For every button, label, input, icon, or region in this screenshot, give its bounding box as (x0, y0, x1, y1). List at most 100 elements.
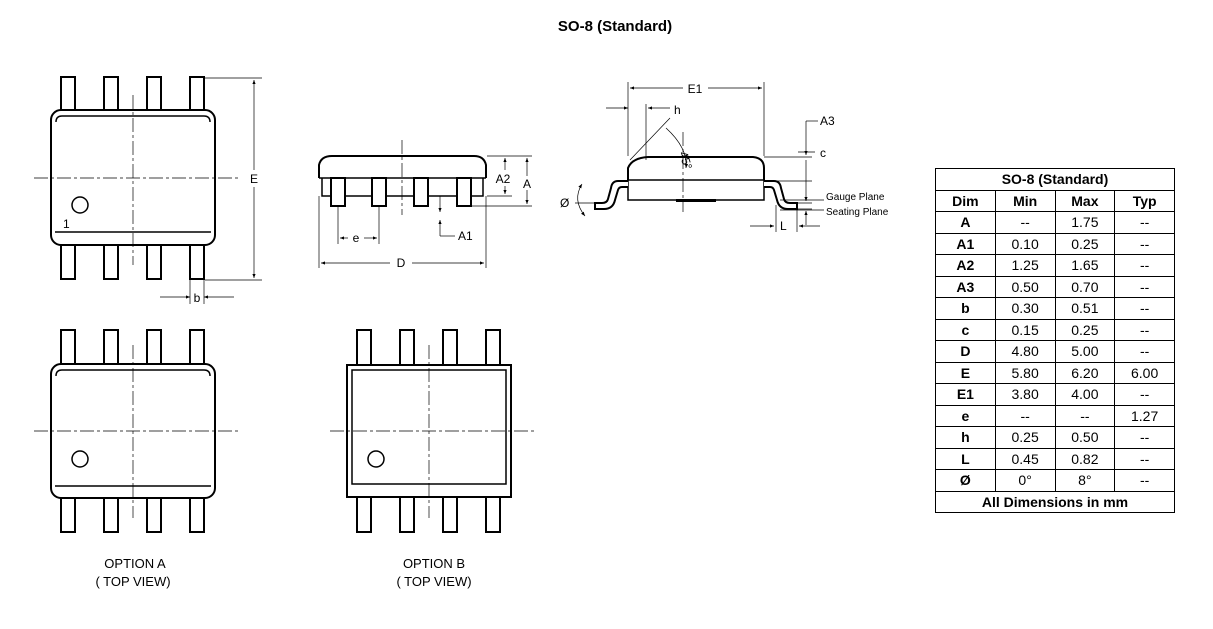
pin1-marker-icon (71, 196, 89, 214)
value-cell: 4.80 (994, 340, 1056, 363)
pin (60, 495, 76, 533)
value-cell: -- (1114, 318, 1175, 341)
pin (189, 495, 205, 533)
dim-cell: E1 (935, 383, 996, 406)
pin (442, 329, 458, 368)
dim-label-D: D (397, 256, 406, 270)
pin (60, 76, 76, 112)
lead (371, 177, 387, 207)
value-cell: 0.25 (1054, 318, 1116, 341)
option-a-subcaption: ( TOP VIEW) (95, 574, 170, 589)
dimensions-table: SO-8 (Standard) Dim Min Max Typ A--1.75-… (935, 168, 1175, 513)
angle-45-label: 45° (676, 150, 695, 172)
dim-label-E: E (250, 172, 258, 186)
pin (442, 495, 458, 533)
dim-cell: D (935, 340, 996, 363)
value-cell: -- (1114, 340, 1175, 363)
dim-cell: e (935, 404, 996, 427)
value-cell: 0.10 (994, 232, 1056, 255)
pin (399, 495, 415, 533)
value-cell: 0.82 (1054, 447, 1116, 470)
dim-cell: A (935, 211, 996, 234)
column-header: Dim (935, 189, 996, 212)
value-cell: 0.50 (994, 275, 1056, 298)
top-view-main: 1 E b (34, 76, 262, 305)
value-cell: -- (1114, 447, 1175, 470)
pin (60, 243, 76, 280)
value-cell: 0.15 (994, 318, 1056, 341)
pin (146, 76, 162, 112)
column-header: Typ (1114, 189, 1175, 212)
dim-label-A1: A1 (458, 229, 473, 243)
option-a-view: OPTION A ( TOP VIEW) (34, 329, 238, 589)
pin (103, 243, 119, 280)
value-cell: 3.80 (994, 383, 1056, 406)
value-cell: -- (994, 404, 1056, 427)
pin (356, 495, 372, 533)
pin1-marker-icon (367, 450, 385, 468)
option-b-subcaption: ( TOP VIEW) (396, 574, 471, 589)
value-cell: -- (1114, 383, 1175, 406)
seating-plane-label: Seating Plane (826, 207, 889, 218)
pin (189, 243, 205, 280)
value-cell: 6.20 (1054, 361, 1116, 384)
dim-label-A3: A3 (820, 114, 835, 128)
dim-cell: A3 (935, 275, 996, 298)
gauge-plane-label: Gauge Plane (826, 192, 885, 203)
value-cell: 1.25 (994, 254, 1056, 277)
dim-cell: b (935, 297, 996, 320)
column-header: Max (1054, 189, 1116, 212)
dim-label-h: h (674, 103, 681, 117)
value-cell: -- (1114, 211, 1175, 234)
lead (456, 177, 472, 207)
value-cell: 0.30 (994, 297, 1056, 320)
value-cell: 0.45 (994, 447, 1056, 470)
dim-cell: A2 (935, 254, 996, 277)
dim-cell: L (935, 447, 996, 470)
value-cell: -- (1114, 232, 1175, 255)
value-cell: 5.80 (994, 361, 1056, 384)
column-header: Min (994, 189, 1056, 212)
table-header-row: Dim Min Max Typ (935, 189, 1175, 212)
pin (103, 495, 119, 533)
value-cell: 8° (1054, 469, 1116, 492)
dim-label-A: A (523, 177, 531, 191)
value-cell: -- (1114, 275, 1175, 298)
pin (189, 76, 205, 112)
value-cell: 6.00 (1114, 361, 1175, 384)
value-cell: -- (1114, 426, 1175, 449)
value-cell: -- (1114, 469, 1175, 492)
pin (399, 329, 415, 368)
table-footer: All Dimensions in mm (935, 490, 1175, 513)
lead (330, 177, 346, 207)
pin (356, 329, 372, 368)
pin (103, 329, 119, 367)
dim-cell: A1 (935, 232, 996, 255)
value-cell: 1.65 (1054, 254, 1116, 277)
pin (485, 495, 501, 533)
option-a-caption: OPTION A (104, 556, 166, 571)
dim-cell: c (935, 318, 996, 341)
value-cell: 4.00 (1054, 383, 1116, 406)
value-cell: -- (994, 211, 1056, 234)
value-cell: 0.25 (994, 426, 1056, 449)
dim-cell: h (935, 426, 996, 449)
value-cell: 0° (994, 469, 1056, 492)
value-cell: -- (1114, 297, 1175, 320)
dim-label-E1: E1 (688, 82, 703, 96)
pin (103, 76, 119, 112)
value-cell: 0.25 (1054, 232, 1116, 255)
dim-cell: Ø (935, 469, 996, 492)
value-cell: -- (1054, 404, 1116, 427)
option-b-caption: OPTION B (403, 556, 465, 571)
